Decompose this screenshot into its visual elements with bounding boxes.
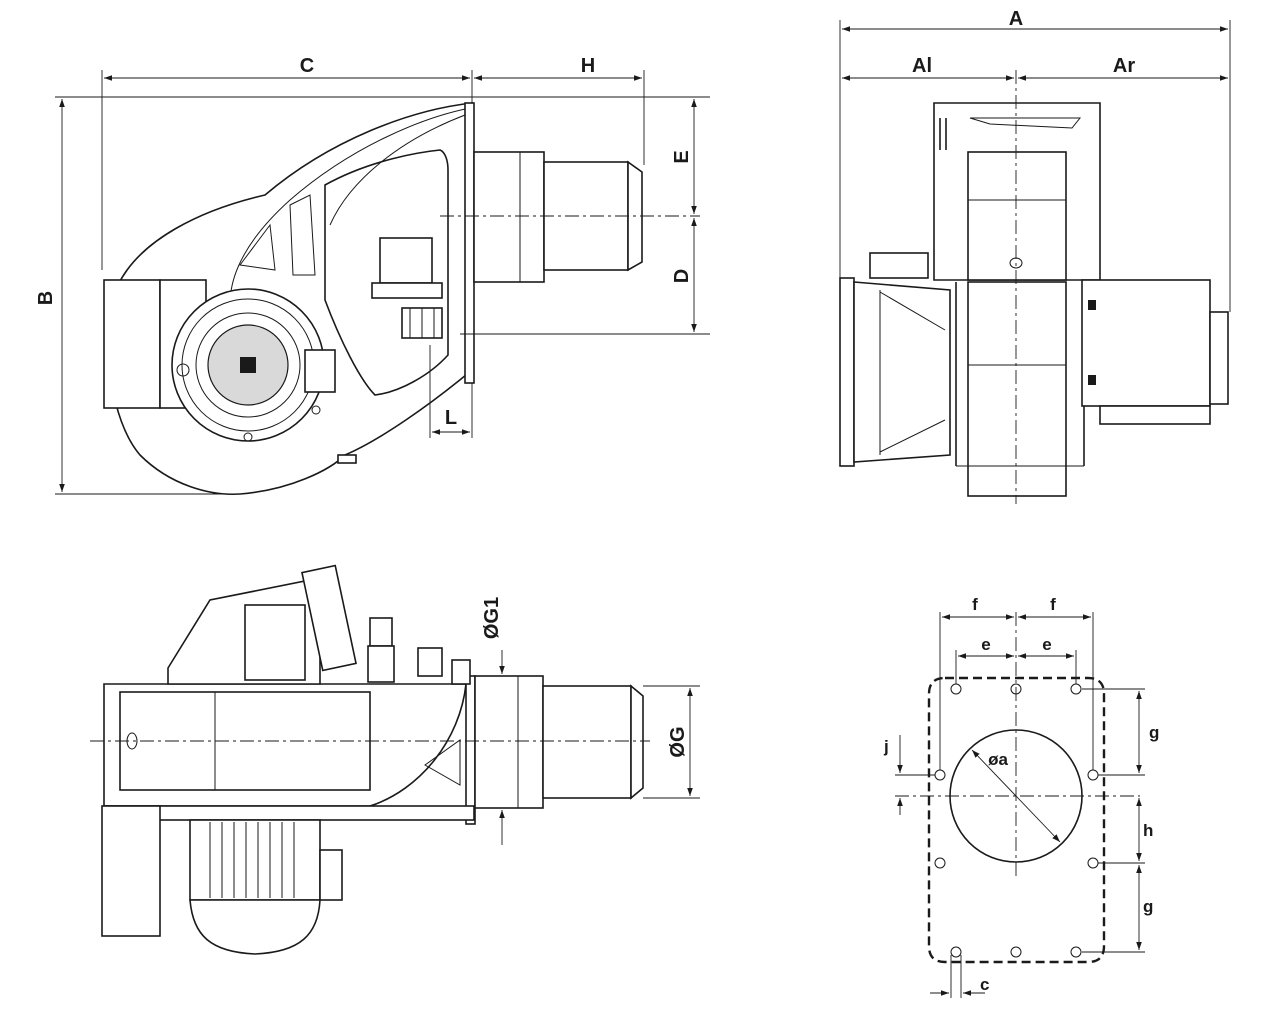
control-box-cap (1209, 311, 1229, 405)
control-box (1081, 279, 1211, 407)
dim-label-G1: ØG1 (481, 597, 503, 639)
bolt-hole (1070, 683, 1082, 695)
motor-terminal-box (103, 279, 161, 409)
front-view: C H B E D L (35, 55, 710, 496)
flange-bolt (451, 659, 471, 685)
top-bracket (969, 117, 1082, 129)
housing-slot-1 (239, 223, 276, 271)
dim-label-g-top: g (1149, 723, 1159, 742)
dim-label-B: B (35, 291, 57, 305)
housing-window (324, 149, 449, 396)
bolt (311, 405, 321, 415)
top-blast-tube (542, 685, 632, 799)
motor-body (189, 819, 321, 901)
dim-label-h: h (1143, 821, 1153, 840)
air-inlet-frame (839, 277, 855, 467)
bolt-hole (1087, 769, 1099, 781)
motor-cooling-fins (209, 822, 295, 898)
ignition-transformer (417, 647, 443, 677)
damper-actuator-box (379, 237, 433, 284)
dim-label-Ar: Ar (1113, 55, 1135, 77)
dim-label-f-right: f (1050, 595, 1056, 614)
dim-label-L: L (445, 407, 457, 429)
bolt-hole (1087, 857, 1099, 869)
dim-label-G: ØG (667, 726, 689, 757)
dim-label-e-left: e (981, 635, 990, 654)
dim-label-f-left: f (972, 595, 978, 614)
bolt-hole (934, 857, 946, 869)
top-flange-plate (465, 675, 476, 825)
damper-plate (244, 604, 306, 681)
bolt-hole (1010, 946, 1022, 958)
dim-label-Al: Al (912, 55, 932, 77)
flange-drilling-view: øa f f e e g h g j c (883, 595, 1159, 998)
dim-label-D: D (671, 269, 693, 283)
bolt-hole (950, 683, 962, 695)
flange-outline (927, 676, 1106, 964)
dim-label-e-right: e (1042, 635, 1051, 654)
gas-valve (367, 645, 395, 683)
mounting-flange-plate (464, 102, 475, 384)
blast-tube-sleeve (473, 151, 545, 283)
dim-label-c: c (980, 975, 989, 994)
motor-shaft (240, 357, 256, 373)
top-window (424, 739, 461, 786)
dim-label-C: C (300, 55, 314, 77)
capacitor-box (304, 349, 336, 393)
bolt-hole (950, 946, 962, 958)
small-junction-box (869, 252, 929, 279)
impeller-upper (967, 151, 1067, 281)
dim-label-a: øa (988, 750, 1008, 769)
motor-fan-cover (189, 899, 321, 955)
base-foot (337, 454, 357, 464)
side-view: A Al Ar (839, 8, 1231, 504)
box-latch (1088, 300, 1096, 310)
bolt-hole (1070, 946, 1082, 958)
pressure-switch (369, 617, 393, 647)
control-box-base (1099, 405, 1211, 425)
actuator-bracket (371, 282, 443, 299)
bolt-hole (934, 769, 946, 781)
dim-label-E: E (671, 150, 693, 163)
servo-motor (301, 564, 357, 672)
inlet-vanes (879, 290, 946, 455)
housing-slot-2 (289, 194, 316, 276)
box-latch (1088, 375, 1096, 385)
dim-a (971, 749, 1061, 843)
dim-label-A: A (1009, 8, 1023, 30)
motor-housing (195, 312, 301, 418)
top-view: ØG1 ØG (90, 564, 700, 955)
motor-terminal-box-top (101, 805, 161, 937)
top-blast-tube-sleeve (474, 675, 544, 809)
bolt (176, 363, 190, 377)
dim-label-g-bottom: g (1143, 897, 1153, 916)
top-nozzle (630, 684, 644, 800)
dim-label-j: j (883, 737, 889, 756)
impeller-lower (967, 281, 1067, 497)
motor-capacitor (319, 849, 343, 901)
air-inlet-box (853, 281, 951, 463)
bolt (243, 432, 253, 442)
dim-label-H: H (581, 55, 595, 77)
